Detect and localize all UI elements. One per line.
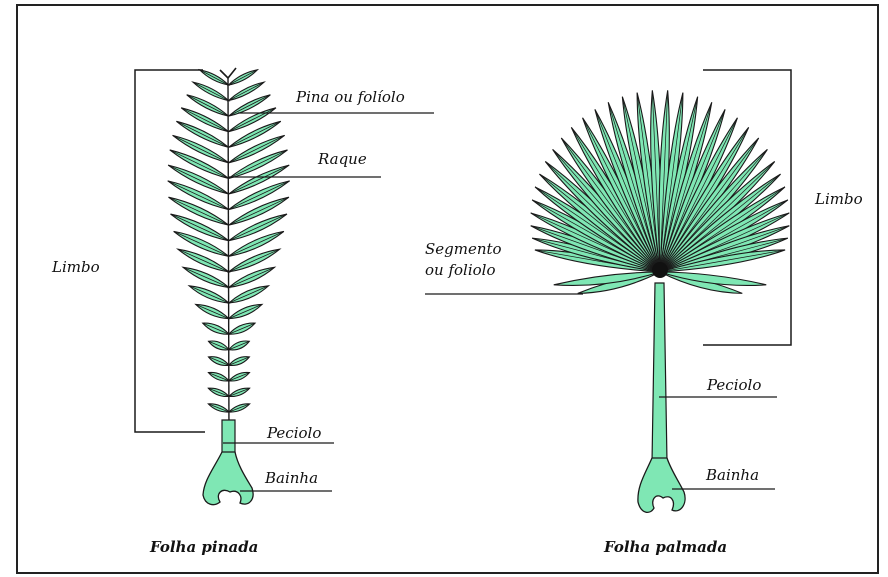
pinnate-leaflet-midrib	[229, 304, 262, 318]
pinnate-leaflet-midrib	[173, 135, 229, 163]
palmate-bainha-label: Bainha	[706, 466, 759, 484]
diagram-border	[17, 5, 878, 573]
pinnate-caption: Folha pinada	[150, 538, 258, 556]
pinnate-leaflet-midrib	[168, 181, 229, 210]
pinnate-leaflet-midrib	[189, 286, 229, 303]
pinnate-peciolo-label: Peciolo	[267, 424, 321, 442]
pinnate-leaflet-midrib	[229, 135, 285, 163]
pinnate-leaflet-midrib	[168, 165, 228, 194]
pinnate-leaflet-midrib	[170, 150, 229, 178]
pinnate-limbo-bracket	[135, 70, 205, 432]
pina-label: Pina ou folíolo	[296, 88, 405, 106]
palmate-peciolo-label: Peciolo	[707, 376, 761, 394]
pinnate-leaflet-midrib	[171, 214, 229, 241]
raque-label: Raque	[318, 150, 367, 168]
segmento-label-line2: ou foliolo	[425, 261, 496, 279]
palmate-petiole	[652, 283, 667, 462]
palmate-caption: Folha palmada	[604, 538, 727, 556]
pinnate-leaflet-midrib	[169, 197, 229, 225]
pinnate-leaflet-midrib	[200, 70, 229, 85]
pinnate-tip	[220, 68, 236, 78]
palmate-hastula	[652, 262, 668, 278]
pinnate-leaflet-midrib	[229, 286, 269, 303]
pinnate-leaflet-midrib	[229, 181, 290, 210]
pinnate-leaflet-midrib	[229, 165, 289, 194]
pinnate-sheath	[203, 452, 253, 505]
segmento-label-line1: Segmento	[425, 240, 502, 258]
pinnate-limbo-label: Limbo	[52, 258, 100, 276]
pinnate-leaflet-midrib	[229, 197, 289, 225]
pinnate-petiole	[222, 420, 235, 455]
palmate-sheath	[638, 458, 685, 512]
pinnate-leaflet-midrib	[229, 214, 287, 241]
pinnate-leaflet-midrib	[229, 150, 288, 178]
pinnate-rachis	[228, 78, 229, 440]
pinnate-leaflet-midrib	[196, 304, 229, 318]
pinnate-bainha-label: Bainha	[265, 469, 318, 487]
palmate-limbo-label: Limbo	[815, 190, 863, 208]
palmate-leaf	[531, 90, 790, 512]
